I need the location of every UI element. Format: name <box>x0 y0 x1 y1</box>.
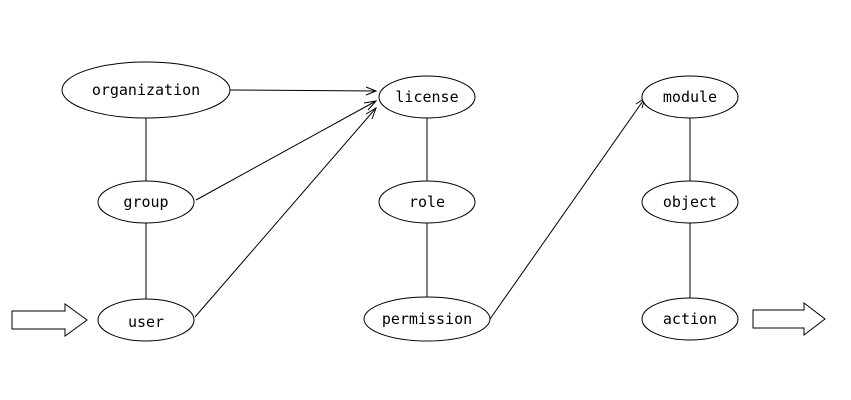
node-organization-label: organization <box>92 81 200 99</box>
exit-block-arrow <box>752 301 826 337</box>
node-module: module <box>641 75 739 119</box>
entry-block-arrow <box>11 303 88 337</box>
arrow-organization-to-license <box>229 86 378 96</box>
node-user: user <box>97 298 195 342</box>
node-role: role <box>378 180 476 224</box>
node-role-label: role <box>409 193 445 211</box>
arrow-user-to-license <box>194 106 377 318</box>
node-object: object <box>641 180 739 224</box>
arrow-group-to-license <box>195 100 378 201</box>
node-group: group <box>97 180 195 224</box>
node-action-label: action <box>663 310 717 328</box>
node-license: license <box>378 75 476 119</box>
node-user-label: user <box>128 313 164 331</box>
node-permission-label: permission <box>382 310 472 328</box>
arrow-permission-to-module <box>489 96 646 320</box>
node-permission: permission <box>363 296 491 342</box>
node-object-label: object <box>663 193 717 211</box>
node-group-label: group <box>123 193 168 211</box>
node-organization: organization <box>61 61 231 119</box>
node-module-label: module <box>663 88 717 106</box>
node-license-label: license <box>395 88 458 106</box>
node-action: action <box>641 297 739 341</box>
